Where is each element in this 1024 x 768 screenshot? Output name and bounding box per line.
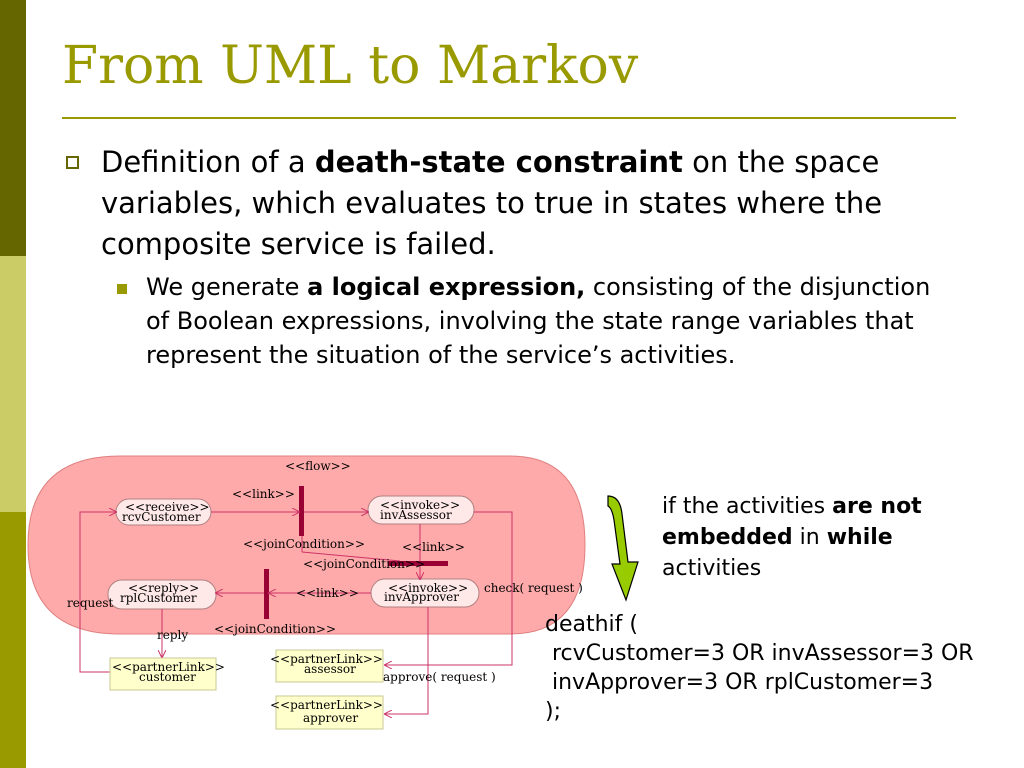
arrow-check-assessor — [385, 511, 513, 665]
partnerlink-customer — [109, 657, 217, 691]
title-divider — [62, 117, 956, 119]
note-bold-2: while — [826, 525, 893, 550]
partnerlink-approver — [275, 695, 384, 730]
slide-sidebar — [0, 0, 26, 768]
bullet-level2: We generate a logical expression, consis… — [146, 270, 946, 372]
invoke-assessor-name: invAssessor — [380, 508, 452, 522]
receive-name: rcvCustomer — [122, 510, 201, 524]
request-label: request — [67, 596, 114, 610]
check-label: check( request ) — [484, 581, 583, 595]
note-bold-1: are not embedded — [662, 494, 922, 550]
uml-activity-diagram: <<flow>> <<receive>> rcvCustomer <<invok… — [27, 455, 586, 730]
arrow-bar-join — [301, 551, 401, 562]
join-bar-top — [299, 486, 304, 536]
filled-square-bullet-icon — [117, 284, 127, 294]
flow-label: <<flow>> — [285, 459, 351, 473]
bullet-level1: Definition of a death-state constraint o… — [101, 142, 981, 265]
reply-label: reply — [157, 628, 188, 642]
partnerlink-assessor-name: assessor — [304, 662, 356, 676]
bullet1-bold: death-state constraint — [314, 145, 683, 179]
partnerlink-customer-name: customer — [139, 670, 196, 684]
approve-label: approve( request ) — [383, 670, 496, 684]
join-bar-mid — [388, 561, 448, 566]
link-label-1: <<link>> — [232, 487, 295, 501]
curved-down-arrow-icon — [607, 495, 639, 602]
arrow-approve-approver — [385, 607, 429, 714]
note-text-3: activities — [662, 556, 762, 581]
bullet2-text: We generate — [146, 273, 308, 301]
partnerlink-customer-stereotype: <<partnerLink>> — [112, 660, 225, 674]
bullet1-text: Definition of a — [101, 145, 315, 179]
code-line-3: invApprover=3 OR rplCustomer=3 — [545, 670, 934, 695]
receive-stereotype: <<receive>> — [125, 500, 210, 514]
bullet2-text-end: consisting of the disjunction of Boolean… — [146, 273, 931, 369]
link-label-2: <<link>> — [402, 540, 465, 554]
invoke-approver-name: invApprover — [384, 590, 459, 604]
link-label-3: <<link>> — [296, 586, 359, 600]
invoke-approver-stereotype: <<invoke>> — [388, 581, 468, 595]
invoke-assessor-stereotype: <<invoke>> — [380, 498, 460, 512]
note-text-1: if the activities — [662, 494, 833, 519]
code-line-1: deathif ( — [545, 612, 638, 637]
embedded-note: if the activities are not embedded in wh… — [662, 491, 992, 584]
reply-stereotype: <<reply>> — [128, 581, 199, 595]
join-bar-bottom — [264, 569, 269, 619]
sidebar-block-dark — [0, 0, 26, 256]
join-label-2: <<joinCondition>> — [303, 557, 425, 571]
code-line-2: rcvCustomer=3 OR invAssessor=3 OR — [545, 641, 974, 666]
code-line-4: ); — [545, 699, 561, 724]
join-label-1: <<joinCondition>> — [243, 537, 365, 551]
partnerlink-approver-stereotype: <<partnerLink>> — [270, 698, 383, 712]
note-text-2: in — [792, 525, 827, 550]
partnerlink-assessor — [275, 649, 384, 683]
sidebar-block-light — [0, 256, 26, 512]
partnerlink-approver-name: approver — [303, 711, 358, 725]
join-label-3: <<joinCondition>> — [214, 622, 336, 636]
bullet1-text-end: on the space variables, which evaluates … — [101, 145, 883, 261]
sidebar-block-mid — [0, 512, 26, 768]
deathif-expression: deathif ( rcvCustomer=3 OR invAssessor=3… — [545, 610, 974, 726]
bullet2-bold: a logical expression, — [307, 273, 586, 301]
arrow-request — [79, 512, 116, 673]
reply-name: rplCustomer — [120, 591, 197, 605]
hollow-square-bullet-icon — [66, 156, 79, 169]
slide-title: From UML to Markov — [62, 36, 639, 96]
partnerlink-assessor-stereotype: <<partnerLink>> — [270, 652, 383, 666]
